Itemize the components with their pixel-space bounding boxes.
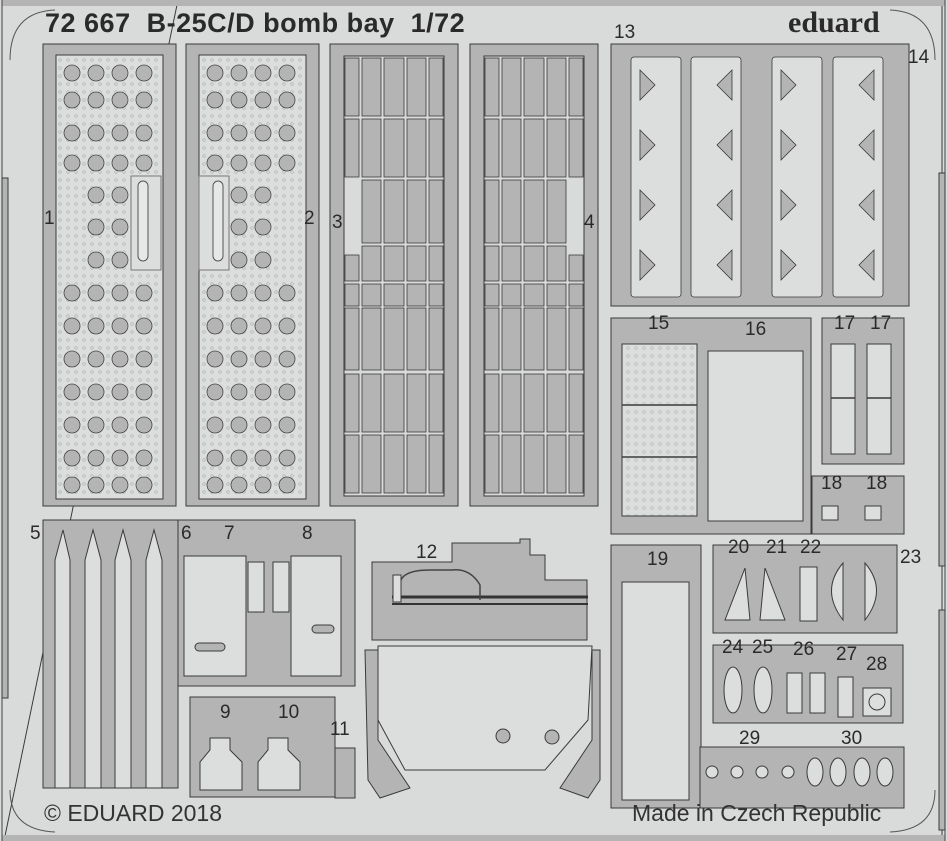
part-label-20: 20	[728, 537, 750, 558]
part-label-2: 2	[304, 208, 315, 229]
part-label-23: 23	[900, 547, 922, 568]
part-label-8: 8	[302, 523, 313, 544]
part-label-3: 3	[332, 212, 343, 233]
brand-logo: eduard	[788, 6, 880, 39]
part-label-28: 28	[866, 654, 888, 675]
part-label-18a: 18	[821, 473, 843, 494]
origin-text: Made in Czech Republic	[632, 800, 882, 826]
part-label-10: 10	[278, 702, 300, 723]
part-7-8-panels	[177, 519, 356, 687]
part-label-5: 5	[30, 523, 41, 544]
fret-title: 72 667 B-25C/D bomb bay 1/72	[45, 8, 466, 38]
part-label-29: 29	[739, 728, 761, 749]
part-label-27: 27	[836, 644, 858, 665]
part-label-7: 7	[224, 523, 235, 544]
part-13-14-ribs	[610, 43, 910, 307]
part-label-11: 11	[330, 719, 350, 740]
part-label-12: 12	[416, 542, 438, 563]
part-2-door	[185, 43, 320, 507]
part-label-21: 21	[766, 537, 788, 558]
part-label-24: 24	[722, 637, 744, 658]
part-label-13: 13	[614, 22, 636, 43]
part-19-bulkhead	[610, 544, 702, 809]
part-label-1: 1	[44, 208, 55, 229]
part-24-28-group	[712, 644, 904, 724]
part-label-19: 19	[647, 549, 669, 570]
part-label-16: 16	[745, 319, 767, 340]
part-15-16-panels	[610, 317, 812, 535]
part-9-10-11	[189, 696, 356, 799]
part-label-22: 22	[800, 537, 822, 558]
part-18-clips	[811, 475, 905, 535]
part-20-23-group	[712, 544, 898, 634]
part-label-17a: 17	[834, 313, 856, 334]
part-label-17b: 17	[870, 313, 892, 334]
part-label-26: 26	[793, 639, 815, 660]
copyright-text: © EDUARD 2018	[44, 800, 223, 826]
part-label-4: 4	[584, 212, 595, 233]
part-label-6: 6	[181, 523, 192, 544]
part-label-9: 9	[220, 702, 231, 723]
part-label-15: 15	[648, 313, 670, 334]
part-1-door	[42, 43, 177, 507]
part-label-25: 25	[752, 637, 774, 658]
part-label-18b: 18	[866, 473, 888, 494]
part-label-14: 14	[908, 47, 930, 68]
part-5-6-rails	[42, 519, 179, 789]
part-label-30: 30	[841, 728, 863, 749]
part-17-shackles	[821, 317, 905, 465]
part-12-bulkhead	[364, 538, 601, 799]
part-29-30-fittings	[699, 746, 905, 809]
